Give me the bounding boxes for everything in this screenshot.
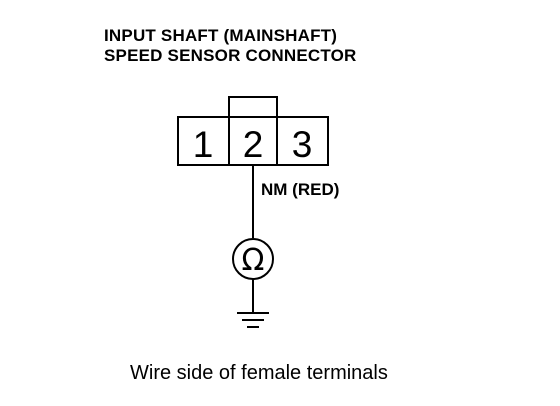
title-line-1: INPUT SHAFT (MAINSHAFT) <box>104 26 338 45</box>
wire-color-label: NM (RED) <box>261 180 340 199</box>
caption: Wire side of female terminals <box>130 362 388 384</box>
ground-icon <box>237 312 269 328</box>
ohmmeter-icon: Ω <box>232 238 274 280</box>
pin-1-label: 1 <box>193 124 214 165</box>
pin-3-label: 3 <box>292 124 313 165</box>
connector-body <box>177 116 329 166</box>
ohm-symbol: Ω <box>242 243 265 278</box>
title-line-2: SPEED SENSOR CONNECTOR <box>104 46 357 65</box>
connector-lock-tab <box>228 96 278 118</box>
pin-2-label: 2 <box>243 124 264 165</box>
diagram-title: INPUT SHAFT (MAINSHAFT) SPEED SENSOR CON… <box>104 26 357 66</box>
